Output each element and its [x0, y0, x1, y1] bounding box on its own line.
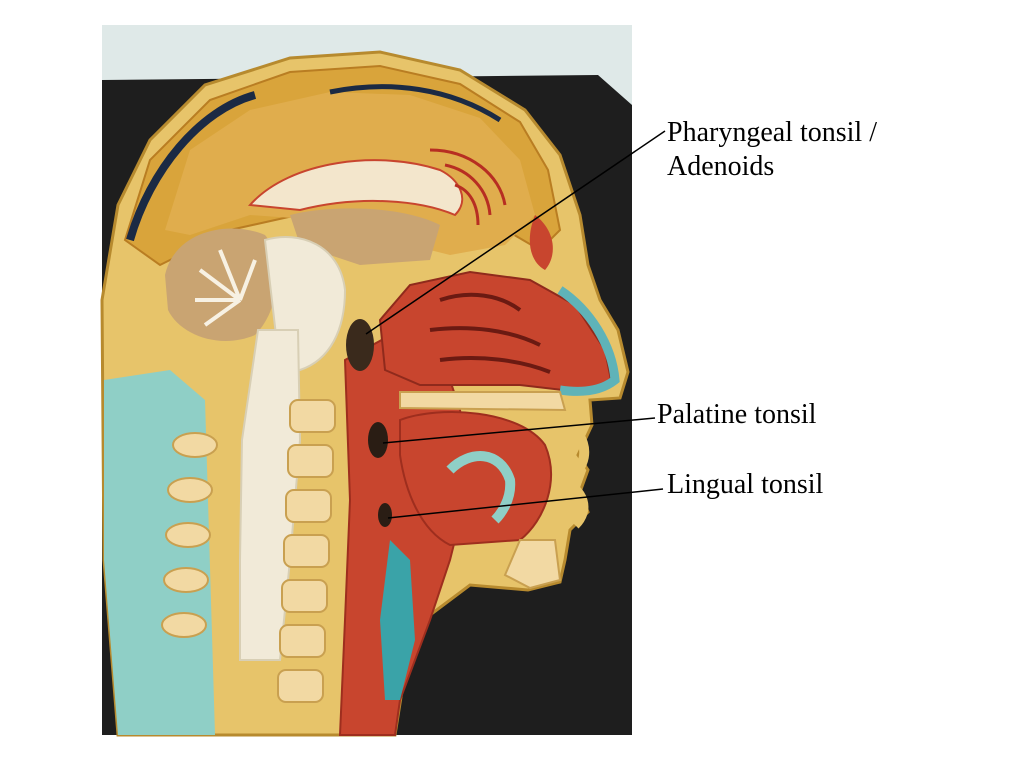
frontal-sinus: [529, 215, 553, 270]
straight-sinus: [329, 84, 502, 123]
diencephalon: [290, 208, 440, 265]
spinous-processes: [161, 432, 218, 638]
nasal-cartilage: [557, 286, 620, 396]
hard-palate: [399, 391, 567, 412]
spinous-4: [163, 567, 209, 593]
arbor-vitae: [195, 249, 257, 327]
mandible: [503, 539, 562, 590]
pharyngeal-tonsil-region: [346, 319, 374, 371]
vertebra-1: [289, 399, 336, 433]
spinous-3: [165, 522, 211, 548]
tongue: [399, 411, 552, 547]
larynx-cartilage: [380, 540, 415, 700]
tongue-teal-cartilage: [446, 451, 516, 524]
vertebra-3: [285, 489, 332, 523]
frontal-gyri: [429, 148, 507, 226]
vertebra-4: [283, 534, 330, 568]
lingual-tonsil-region: [378, 503, 392, 527]
vertebra-7: [277, 669, 324, 703]
label-palatine-tonsil: Palatine tonsil: [657, 399, 817, 430]
lips: [557, 415, 590, 529]
neck-skin: [104, 370, 215, 735]
nasal-conchae: [429, 292, 551, 374]
spinal-cord: [239, 329, 302, 661]
leader-line-pharyngeal: [365, 130, 666, 335]
label-pharyngeal-line1: Pharyngeal tonsil /: [667, 117, 877, 148]
leader-line-lingual: [387, 488, 664, 519]
spinous-5: [161, 612, 207, 638]
vertebra-6: [279, 624, 326, 658]
vertebra-2: [287, 444, 334, 478]
label-pharyngeal-line2: Adenoids: [667, 151, 775, 182]
leader-line-palatine: [382, 417, 656, 444]
label-lingual-tonsil: Lingual tonsil: [667, 469, 824, 500]
superior-sinus: [126, 91, 257, 242]
vertebrae: [277, 399, 336, 703]
spinous-1: [172, 432, 218, 458]
palatine-tonsil-region: [368, 422, 388, 458]
spinous-2: [167, 477, 213, 503]
vertebra-5: [281, 579, 328, 613]
label-pharyngeal-tonsil: Pharyngeal tonsil / Adenoids: [667, 116, 877, 184]
